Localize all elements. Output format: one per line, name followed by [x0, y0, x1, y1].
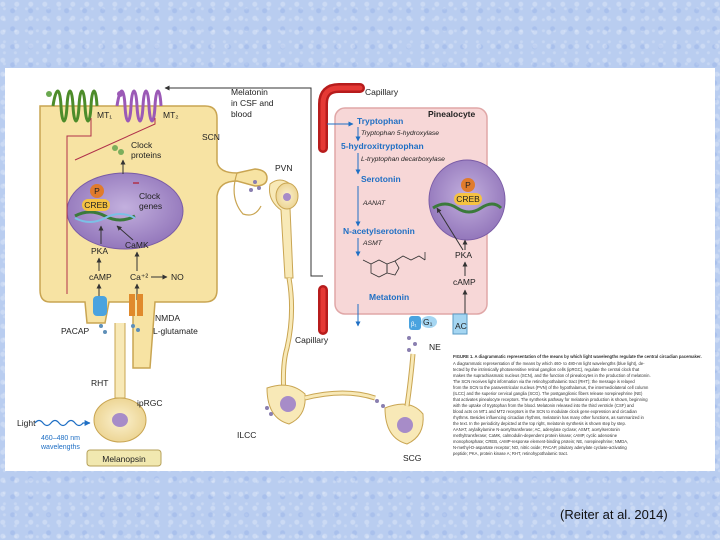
clock-proteins-label-1: Clock — [131, 140, 153, 150]
wavelength-label-1: 460–480 nm — [41, 435, 80, 442]
mt1-label: MT₁ — [97, 110, 112, 120]
melatonin-csf-label-2: in CSF and — [231, 98, 274, 108]
tryptophan-label: Tryptophan — [357, 116, 403, 126]
no-label: NO — [171, 272, 184, 282]
beta1-receptor — [409, 316, 421, 330]
circadian-diagram: MT₁ MT₂ P CREB Clock genes Clock protein… — [17, 83, 702, 467]
caption-line: A diagrammatic representation of the mea… — [453, 361, 645, 366]
melanopsin-label: Melanopsin — [102, 454, 146, 464]
caption-line: blood acts on MT1 and MT2 receptors in t… — [453, 409, 638, 414]
clock-protein-dot — [112, 145, 118, 151]
capillary-top-label: Capillary — [365, 87, 399, 97]
g1-label: G₁ — [423, 317, 433, 327]
enzyme1-label: Tryptophan 5-hydroxylase — [361, 130, 439, 137]
light-wave-icon — [34, 419, 91, 427]
beta1-label: β₁ — [411, 322, 416, 328]
iprgc-label: ipRGC — [137, 398, 163, 408]
clock-proteins-label-2: proteins — [131, 150, 161, 160]
caption-line: peptide; PKA, protein kinase A; RHT, ret… — [453, 451, 568, 456]
melatonin-label: Metatonin — [369, 292, 409, 302]
caption-heading: FIGURE 1. A diagrammatic representation … — [453, 354, 702, 359]
caption-line: methyltransferase; CaMK, calmodulin-depe… — [453, 433, 618, 438]
mt2-receptor — [115, 89, 163, 123]
hydroxytryptophan-label: 5-hydroxitryptophan — [341, 141, 424, 151]
ac-enzyme — [452, 313, 468, 335]
pacap-label: PACAP — [61, 326, 90, 336]
phosphate-right — [461, 178, 475, 192]
caption-line: from the SCN to the paraventricular nucl… — [453, 385, 649, 390]
caption-line: N-methyl-D-aspartate receptor; NO, nitri… — [453, 445, 627, 450]
pacap-receptor — [93, 296, 107, 316]
creb-left-label: CREB — [84, 200, 108, 210]
figure-caption: FIGURE 1. A diagrammatic representation … — [453, 354, 702, 456]
camk-label: CaMK — [125, 240, 149, 250]
camp-right-label: cAMP — [453, 277, 476, 287]
scn-label: SCN — [202, 132, 220, 142]
caption-line: rhythms. Besides influencing circadian r… — [453, 415, 645, 420]
pka-left-label: PKA — [91, 246, 108, 256]
caption-line: makes the suprachiasmatic nucleus (SCN),… — [453, 373, 651, 378]
melatonin-csf-label-3: blood — [231, 109, 252, 119]
enzyme2-label: L-tryptophan decarboxylase — [361, 156, 445, 163]
figure-panel: MT₁ MT₂ P CREB Clock genes Clock protein… — [5, 68, 715, 471]
melatonin-csf-label-1: Melatonin — [231, 87, 268, 97]
pvn-neuron — [269, 179, 299, 409]
ilcc-neuron — [266, 384, 376, 425]
capillary-bottom-label: Capillary — [295, 335, 329, 345]
creb-left — [82, 199, 110, 211]
ne-label: NE — [429, 342, 441, 352]
pka-right-label: PKA — [455, 250, 472, 260]
serotonin-label: Serotonin — [361, 174, 401, 184]
nmda-receptor — [129, 294, 135, 316]
glutamate-label: L-glutamate — [153, 326, 198, 336]
caption-line: The SCN receives light information via t… — [453, 379, 635, 384]
rht-label: RHT — [91, 378, 108, 388]
wavelength-label-2: wavelengths — [40, 444, 80, 451]
caption-line: tected by the intrinsically photosensiti… — [453, 367, 640, 372]
clock-genes-label-2: genes — [139, 201, 162, 211]
creb-right — [454, 193, 482, 205]
asmt-label: ASMT — [362, 240, 383, 247]
g1-protein — [421, 316, 437, 328]
caption-line: (ILCC) and the superior cervical ganglia… — [453, 391, 643, 396]
camp-left-label: cAMP — [89, 272, 112, 282]
capillary-top — [318, 83, 365, 153]
phosphate-left — [90, 184, 104, 198]
p-left-label: P — [94, 186, 100, 196]
nmda-label: NMDA — [155, 313, 180, 323]
caption-line: that activates pinealocyte receptors. Th… — [453, 397, 648, 402]
caption-line: AANAT, arylalkylamine N-acetyltransferas… — [453, 427, 620, 432]
caption-line: with the uptake of tryptophan from the b… — [453, 403, 635, 408]
ac-label: AC — [455, 321, 467, 331]
n-acetylserotonin-label: N-acetylserotonin — [343, 226, 415, 236]
ilcc-label: ILCC — [237, 430, 256, 440]
p-right-label: P — [465, 180, 471, 190]
scg-label: SCG — [403, 453, 421, 463]
scn-nucleus — [66, 172, 184, 250]
pvn-label: PVN — [275, 163, 292, 173]
creb-right-label: CREB — [456, 194, 480, 204]
mt2-label: MT₂ — [163, 110, 179, 120]
melatonin-structure-icon — [362, 252, 426, 278]
ca2-label: Ca⁺² — [130, 272, 148, 282]
citation-text: (Reiter at al. 2014) — [560, 507, 668, 522]
clock-genes-label-1: Clock — [139, 191, 161, 201]
dna-helix-left — [74, 210, 136, 222]
melanopsin-box — [86, 449, 162, 467]
scg-neuron — [384, 353, 424, 445]
caption-line: the text. In the periodicity depicted at… — [453, 421, 626, 426]
aanat-label: AANAT — [362, 200, 386, 207]
caption-line: monophosphate; CREB, cAMP-response eleme… — [453, 439, 628, 444]
light-label: Light — [17, 418, 36, 428]
pinealocyte-label: Pinealocyte — [428, 109, 476, 119]
mt1-receptor — [46, 89, 99, 123]
dna-helix-right — [432, 202, 503, 214]
